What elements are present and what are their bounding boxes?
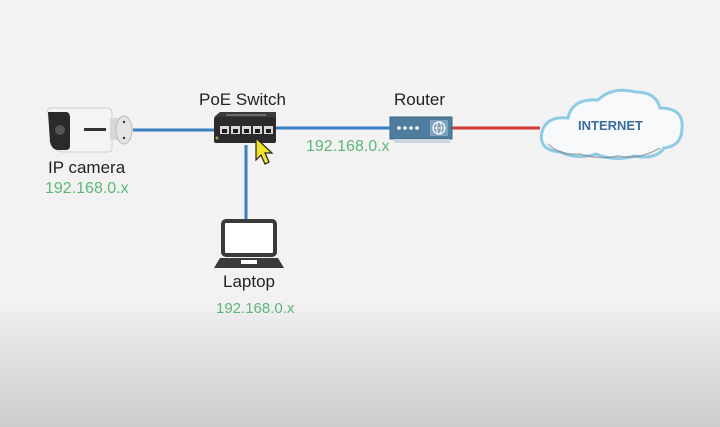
laptop-label: Laptop [223,272,275,291]
router-icon[interactable] [389,116,453,143]
internet-label: INTERNET [578,118,643,133]
router-label: Router [394,90,446,109]
ip-camera-icon[interactable] [46,107,133,153]
poe-switch-label: PoE Switch [199,90,286,109]
mouse-cursor-icon [255,136,274,165]
router-ip: 192.168.0.x [306,138,390,155]
internet-cloud-icon[interactable] [539,88,684,161]
ip-camera-label: IP camera [48,158,126,177]
poe-switch-icon[interactable] [214,112,276,143]
ip-camera-ip: 192.168.0.x [45,180,129,197]
laptop-icon[interactable] [214,219,284,268]
laptop-ip: 192.168.0.x [216,300,295,317]
